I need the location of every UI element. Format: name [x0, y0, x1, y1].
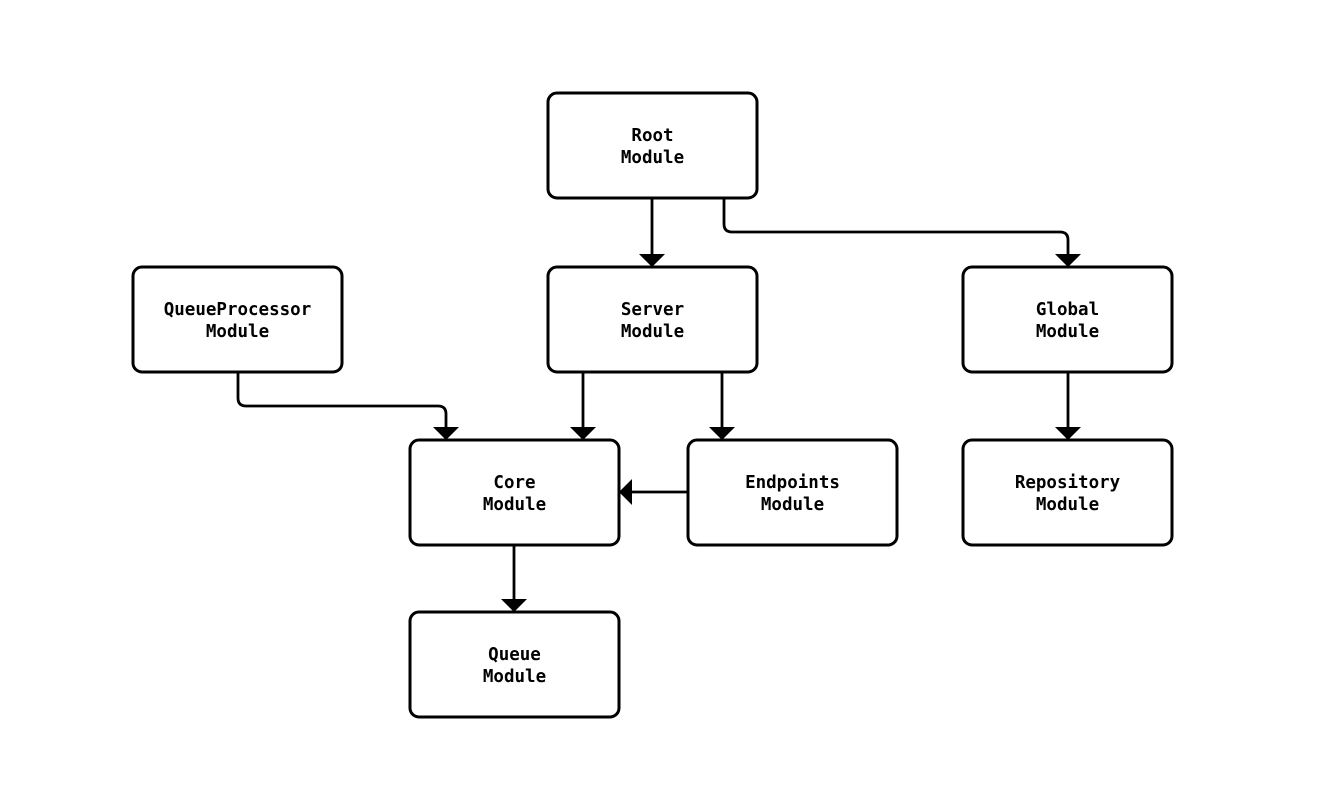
- arrowhead-root-to-server: [639, 254, 665, 267]
- node-queueprocessor-box: [131, 265, 344, 374]
- edge-line-queueprocessor-to-core: [236, 370, 448, 429]
- node-core-box: [408, 438, 621, 547]
- edge-root-to-server: [639, 196, 665, 267]
- edge-server-to-core: [570, 370, 596, 440]
- node-server-box: [546, 265, 759, 374]
- edge-line-root-to-global: [722, 196, 1070, 256]
- edge-queueprocessor-to-core: [236, 370, 459, 440]
- edge-core-to-queue: [501, 543, 527, 612]
- arrowhead-server-to-endpoints: [709, 427, 735, 440]
- arrowhead-server-to-core: [570, 427, 596, 440]
- edge-root-to-global: [722, 196, 1081, 267]
- edge-server-to-endpoints: [709, 370, 735, 440]
- node-global-box: [961, 265, 1174, 374]
- node-root-box: [546, 91, 759, 200]
- edge-global-to-repository: [1055, 370, 1081, 440]
- arrowhead-root-to-global: [1055, 254, 1081, 267]
- node-repository-box: [961, 438, 1174, 547]
- arrowhead-queueprocessor-to-core: [433, 427, 459, 440]
- arrowhead-global-to-repository: [1055, 427, 1081, 440]
- node-endpoints-box: [686, 438, 899, 547]
- node-queue-box: [408, 610, 621, 719]
- arrowhead-core-to-queue: [501, 599, 527, 612]
- arrowhead-endpoints-to-core: [619, 479, 632, 505]
- edge-endpoints-to-core: [619, 479, 690, 505]
